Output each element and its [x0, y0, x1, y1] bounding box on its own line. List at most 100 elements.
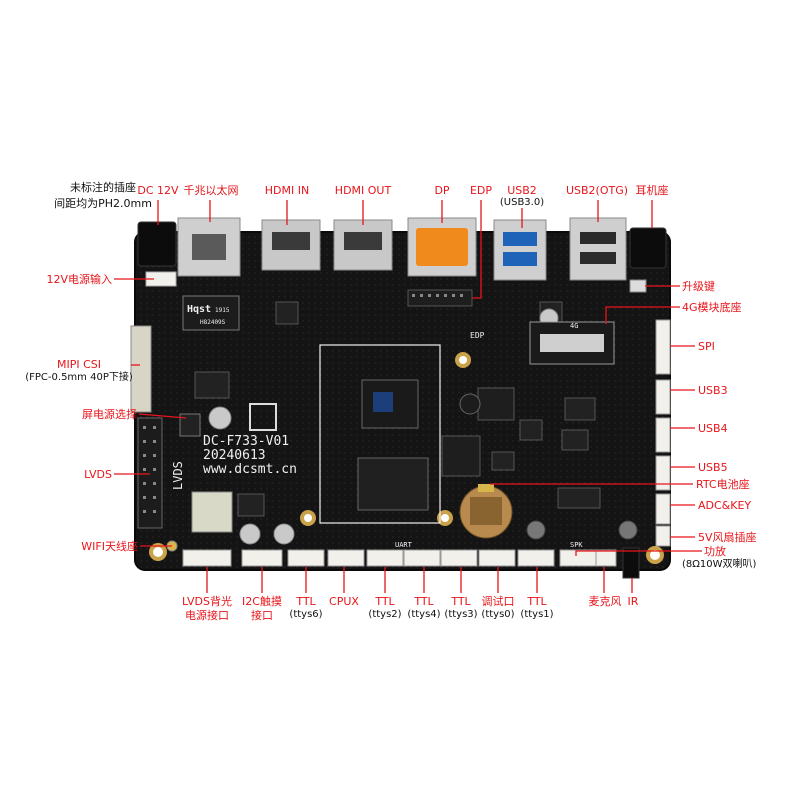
label-wifi-antenna: WIFI天线座 [81, 540, 138, 553]
dc-jack [137, 221, 177, 267]
board-model: DC-F733-V01 [203, 434, 289, 449]
rtc-battery [459, 484, 513, 539]
label-upgrade-key: 升级键 [682, 280, 715, 293]
label-amplifier-sub: (8Ω10W双喇叭) [682, 559, 757, 570]
screen-power-jumper [179, 413, 201, 437]
label-usb3: USB3 [698, 384, 728, 397]
spk-silk: SPK [570, 541, 583, 549]
headphone-jack [629, 227, 667, 269]
inductor [459, 393, 481, 415]
lvds-header [137, 417, 163, 529]
ic-1 [275, 301, 299, 325]
label-ir: IR [627, 595, 639, 608]
mipi-csi-connector [130, 325, 152, 413]
callout-lines [114, 200, 702, 593]
label-5v-fan: 5V风扇插座 [698, 531, 757, 544]
dp-port [407, 217, 477, 277]
label-12v-power-input: 12V电源输入 [46, 273, 112, 286]
label-ttl-ttys6-sub: (ttys6) [289, 609, 323, 620]
label-ttl-ttys2-sub: (ttys2) [368, 609, 402, 620]
label-dc-12v: DC 12V [137, 184, 179, 197]
mount-post-1 [526, 520, 546, 540]
usb-otg-port [569, 217, 627, 281]
label-ttl-ttys1-sub: (ttys1) [520, 609, 554, 620]
label-i2c-touch: I2C触摸 [242, 595, 282, 608]
label-ttl-ttys1: TTL [527, 595, 547, 608]
hdmi-in-port [261, 219, 321, 271]
label-rtc-battery: RTC电池座 [696, 478, 750, 491]
capacitor-2 [208, 406, 232, 430]
label-lvds-backlight-2: 电源接口 [185, 609, 229, 622]
board-url: www.dcsmt.cn [203, 462, 297, 477]
emmc-chip [477, 387, 515, 421]
label-spi: SPI [698, 340, 715, 353]
ic-4 [561, 429, 589, 451]
edp-header [407, 289, 473, 307]
label-amplifier: 功放 [704, 545, 726, 558]
mount-post-2 [618, 520, 638, 540]
board-date: 20240613 [203, 448, 266, 463]
ic-8 [194, 371, 230, 399]
4g-module-socket: 4G [529, 321, 615, 365]
uart-silk: UART [395, 541, 413, 549]
label-adc-key: ADC&KEY [698, 499, 752, 512]
bottom-connectors [182, 549, 617, 567]
label-hdmi-out: HDMI OUT [334, 184, 392, 197]
label-debug-port: 调试口 [481, 595, 515, 608]
label-headphone-jack: 耳机座 [635, 184, 669, 197]
wifi-module [191, 491, 233, 533]
soc-die [373, 392, 393, 412]
ddr-chip-2 [441, 435, 481, 477]
label-debug-port-sub: (ttys0) [481, 609, 515, 620]
label-ttl-ttys4: TTL [414, 595, 434, 608]
lvds-silk: LVDS [171, 461, 185, 490]
4g-mark: 4G [570, 322, 578, 330]
ic-3 [564, 397, 596, 421]
label-lvds-backlight: LVDS背光 [182, 595, 232, 608]
capacitor-3 [239, 523, 261, 545]
label-ttl-ttys4-sub: (ttys4) [407, 609, 441, 620]
label-dp: DP [434, 184, 450, 197]
label-hdmi-in: HDMI IN [264, 184, 310, 197]
label-edp: EDP [469, 184, 493, 197]
cpu-module [319, 344, 441, 524]
label-usb2-sub: (USB3.0) [499, 197, 545, 208]
ic-6 [519, 419, 543, 441]
hqst-label: Hqst [187, 304, 211, 315]
label-mipi-csi: MIPI CSI [56, 358, 102, 371]
label-gigabit-ethernet: 千兆以太网 [183, 184, 239, 197]
pitch-note: 未标注的插座 间距均为PH2.0mm [42, 180, 164, 212]
soc-chip [361, 379, 419, 429]
ethernet-transformer [182, 295, 240, 331]
hqst-part: H82409S [200, 319, 226, 326]
label-4g-module-socket: 4G模块底座 [682, 301, 742, 314]
label-ttl-ttys6: TTL [296, 595, 316, 608]
label-cpux: CPUX [329, 595, 359, 608]
label-microphone: 麦克风 [588, 595, 622, 608]
label-i2c-touch-2: 接口 [251, 609, 273, 622]
capacitor-4 [273, 523, 295, 545]
label-usb4: USB4 [698, 422, 728, 435]
edp-silk: EDP [470, 331, 485, 340]
ic-9 [237, 493, 265, 517]
label-ttl-ttys3: TTL [451, 595, 471, 608]
label-lvds: LVDS [84, 468, 112, 481]
label-usb2-otg: USB2(OTG) [565, 184, 629, 197]
usb3-port [493, 219, 547, 281]
ethernet-port [177, 217, 241, 277]
label-screen-power-select: 屏电源选择 [82, 408, 137, 421]
lvds-pins [143, 426, 156, 513]
label-ttl-ttys2: TTL [375, 595, 395, 608]
logo-box [249, 403, 277, 431]
ddr-chip-1 [357, 457, 429, 511]
hqst-num: 1915 [215, 307, 230, 314]
ir-receiver [622, 547, 640, 579]
right-connectors [655, 319, 671, 547]
label-mipi-csi-sub: (FPC-0.5mm 40P下接) [25, 372, 133, 383]
ic-7 [491, 451, 515, 471]
pitch-note-line2: 间距均为PH2.0mm [54, 197, 152, 210]
edp-pins [412, 294, 463, 297]
label-usb5: USB5 [698, 461, 728, 474]
